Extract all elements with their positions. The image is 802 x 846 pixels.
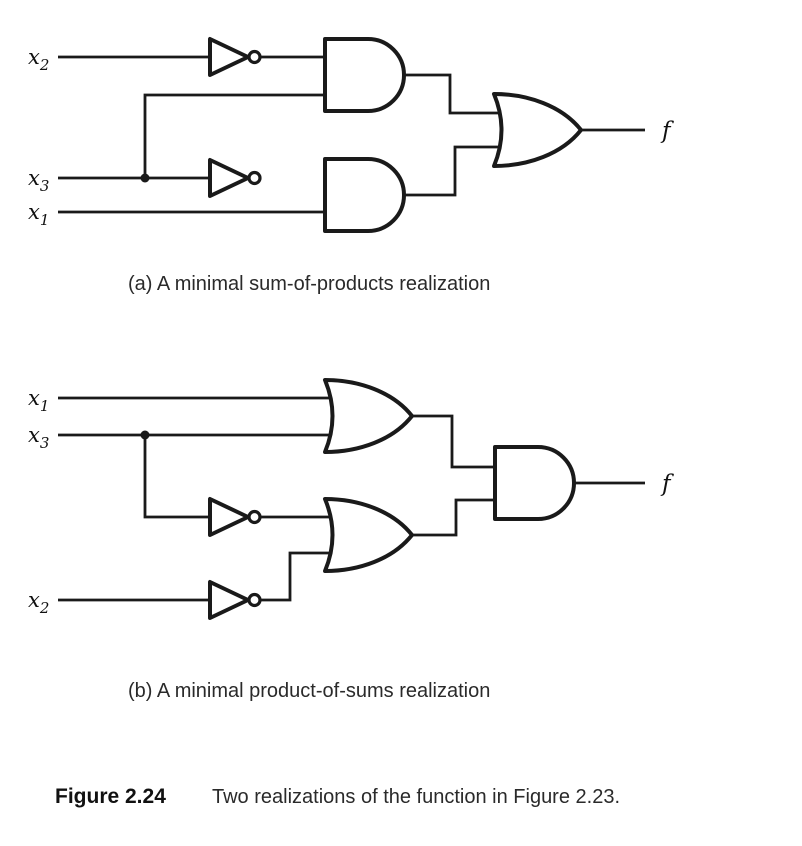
input-label-a-x3: x3 — [28, 166, 49, 195]
or-shape — [492, 92, 583, 168]
not-bubble-icon — [247, 509, 262, 525]
input-label-b-x3: x3 — [28, 423, 49, 452]
input-label-a-x2: x2 — [28, 45, 49, 74]
circuit-b: x1 x3 x2 f (b) A minimal product-of-sums… — [28, 378, 674, 702]
and-gate-b-output — [493, 445, 576, 521]
and-shape — [323, 37, 406, 113]
caption-a: (a) A minimal sum-of-products realizatio… — [128, 273, 490, 295]
not-gate-b-x2 — [208, 580, 262, 620]
wire-b-not-x2-output — [260, 551, 345, 602]
wire-a-and-bottom-to-or — [404, 145, 506, 197]
or-shape — [323, 378, 414, 454]
not-triangle — [208, 497, 250, 537]
wire-a-and-top-to-or — [404, 73, 506, 115]
wire-a-x3-branch — [143, 93, 340, 178]
not-gate-b-x3 — [208, 497, 262, 537]
output-label-a-f: f — [660, 118, 674, 144]
or-shape — [323, 497, 414, 573]
figure-caption-text: Two realizations of the function in Figu… — [212, 786, 620, 808]
wire-b-x3-branch — [143, 435, 215, 519]
not-bubble-icon — [247, 170, 262, 186]
figure-caption-label: Figure 2.24 — [55, 785, 166, 808]
input-label-a-x1: x1 — [28, 200, 49, 229]
figure-caption: Figure 2.24 Two realizations of the func… — [55, 785, 620, 808]
and-gate-a-top — [323, 37, 406, 113]
not-bubble-icon — [247, 592, 262, 608]
input-label-b-x2: x2 — [28, 588, 49, 617]
or-gate-b-top — [323, 378, 414, 454]
or-gate-a-output — [492, 92, 583, 168]
not-triangle — [208, 580, 250, 620]
not-bubble-icon — [247, 49, 262, 65]
and-shape — [493, 445, 576, 521]
circuit-a-wires — [58, 55, 645, 214]
and-gate-a-bottom — [323, 157, 406, 233]
and-shape — [323, 157, 406, 233]
output-label-b-f: f — [660, 471, 674, 497]
junction-a-x3 — [140, 173, 150, 183]
not-gate-a-x2 — [208, 37, 262, 77]
not-gate-a-x3 — [208, 158, 262, 198]
wire-b-or-top-to-and — [412, 414, 500, 469]
not-triangle — [208, 158, 250, 198]
circuit-a: x2 x3 x1 f (a) A minimal sum-of-products… — [28, 37, 674, 295]
not-triangle — [208, 37, 250, 77]
caption-b: (b) A minimal product-of-sums realizatio… — [128, 680, 490, 702]
or-gate-b-bottom — [323, 497, 414, 573]
wire-b-or-bottom-to-and — [412, 498, 500, 537]
junction-b-x3 — [140, 430, 150, 440]
input-label-b-x1: x1 — [28, 386, 49, 415]
